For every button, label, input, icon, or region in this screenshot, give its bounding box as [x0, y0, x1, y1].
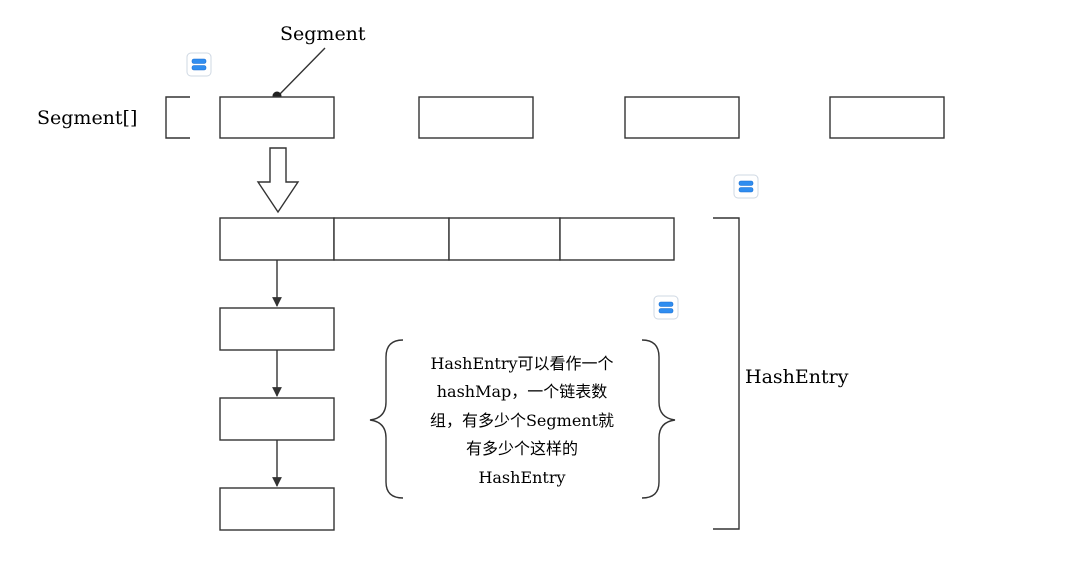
- list-icon[interactable]: [653, 295, 679, 320]
- hollow-down-arrow: [256, 147, 300, 214]
- segment-pointer-line: [277, 47, 326, 97]
- segment-box-4: [829, 96, 945, 139]
- list-node-3: [219, 487, 335, 531]
- note-right-brace: [641, 339, 676, 499]
- segment-box-1: [219, 96, 335, 139]
- segment-label: Segment: [280, 23, 366, 45]
- list-node-2: [219, 397, 335, 441]
- hashentry-label: HashEntry: [745, 366, 849, 388]
- segment-box-3: [624, 96, 740, 139]
- list-node-1: [219, 307, 335, 351]
- note-line-3: 组，有多少个Segment就: [430, 411, 614, 430]
- list-icon[interactable]: [186, 52, 212, 77]
- note-line-2: hashMap，一个链表数: [437, 382, 608, 401]
- note-line-4: 有多少个这样的: [466, 439, 578, 458]
- hashentry-cell-4: [559, 217, 675, 261]
- list-icon[interactable]: [733, 174, 759, 199]
- hashentry-cell-2: [333, 217, 450, 261]
- segment-box-2: [418, 96, 534, 139]
- segment-array-bracket: [165, 96, 190, 139]
- note-line-1: HashEntry可以看作一个: [430, 354, 613, 373]
- note-line-5: HashEntry: [478, 468, 565, 487]
- note-left-brace: [369, 339, 404, 499]
- segment-array-label: Segment[]: [37, 107, 137, 129]
- hashentry-cell-3: [448, 217, 561, 261]
- hashentry-bracket: [713, 217, 740, 530]
- hashentry-cell-1: [219, 217, 335, 261]
